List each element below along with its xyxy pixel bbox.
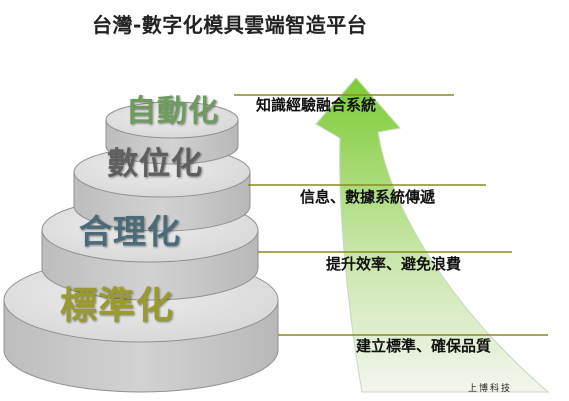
tier-label-rationalization: 合理化 — [79, 212, 181, 251]
description-data: 信息、數據系統傳遞 — [300, 188, 436, 206]
tier-label-digitization: 數位化 — [107, 146, 203, 182]
diagram-title: 台灣-數字化模具雲端智造平台 — [92, 13, 368, 37]
description-efficiency: 提升效率、避免浪費 — [326, 255, 462, 273]
tier-label-standardization: 標準化 — [60, 284, 174, 327]
progress-arrow — [315, 77, 550, 393]
company-footer: 上博科技 — [468, 384, 513, 394]
description-knowledge: 知識經驗融合系統 — [256, 96, 377, 114]
tier-label-automation: 自動化 — [126, 94, 219, 129]
tier-disk-automation — [105, 101, 239, 165]
description-quality: 建立標準、確保品質 — [356, 337, 492, 355]
